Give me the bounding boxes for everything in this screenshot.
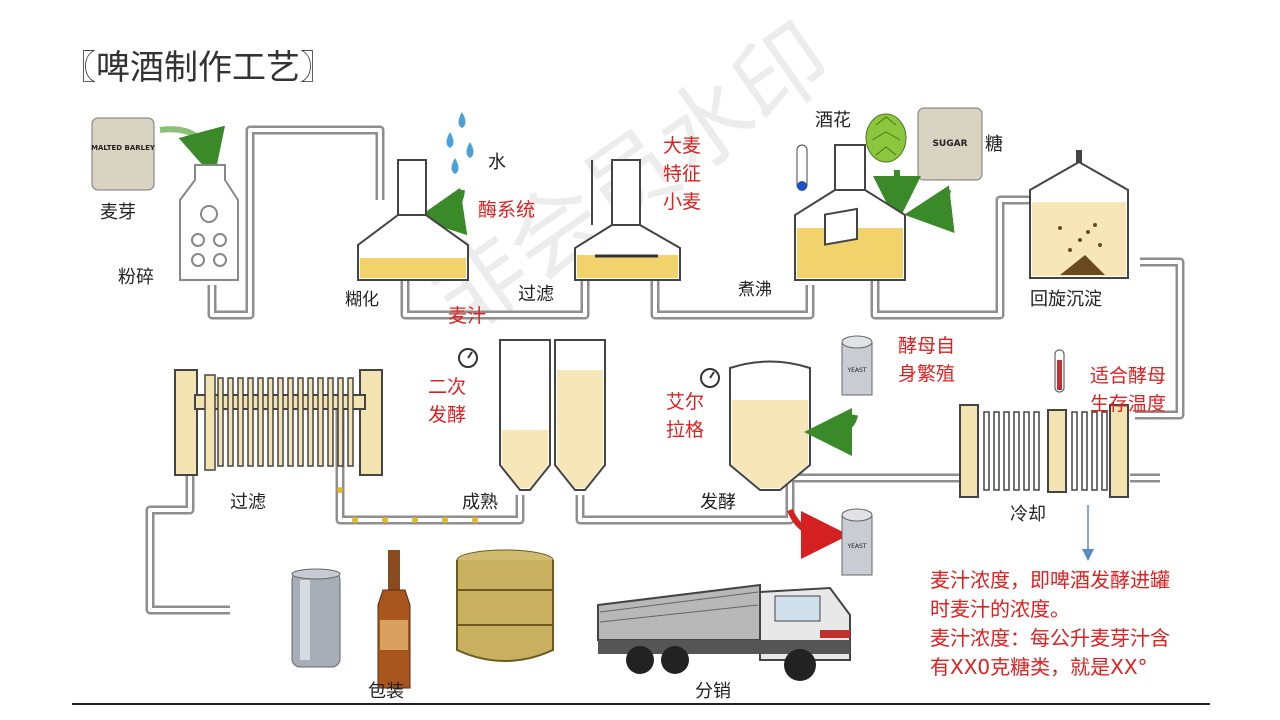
label-barley-2: 特征 bbox=[663, 163, 701, 185]
note-line-2: 时麦汁的浓度。 bbox=[930, 597, 1070, 621]
label-water: 水 bbox=[488, 152, 506, 173]
thermometer-icon bbox=[796, 144, 808, 191]
sugar-arrow bbox=[904, 185, 955, 234]
yeast-label-bottom: YEAST bbox=[846, 543, 866, 550]
note-line-3: 麦汁浓度：每公升麦芽汁含 bbox=[930, 626, 1170, 650]
label-distribution: 分销 bbox=[695, 681, 731, 702]
beer-can bbox=[291, 568, 341, 668]
label-secondary-2: 发酵 bbox=[428, 404, 466, 426]
bottom-divider bbox=[72, 703, 1210, 705]
label-temp-1: 适合酵母 bbox=[1090, 365, 1166, 387]
water-drops-icon bbox=[446, 112, 474, 174]
label-boil: 煮沸 bbox=[738, 280, 772, 300]
page-title: 〖啤酒制作工艺〗 bbox=[62, 48, 334, 88]
label-maturation: 成熟 bbox=[462, 492, 498, 513]
crusher bbox=[179, 164, 239, 281]
yeast-label-top: YEAST bbox=[846, 367, 866, 374]
label-secondary-1: 二次 bbox=[428, 376, 466, 398]
wort-concentration-note: 麦汁浓度，即啤酒发酵进罐 时麦汁的浓度。 麦汁浓度：每公升麦芽汁含 有XX0克糖… bbox=[930, 566, 1170, 682]
label-fermentation: 发酵 bbox=[700, 492, 736, 513]
label-enzyme: 酶系统 bbox=[478, 199, 535, 221]
hops-icon bbox=[865, 113, 907, 163]
yeast-canister-top: YEAST bbox=[841, 335, 873, 396]
label-barley-1: 大麦 bbox=[663, 135, 701, 157]
mash-tun bbox=[357, 159, 469, 281]
label-wort: 麦汁 bbox=[448, 305, 486, 327]
malt-arrow bbox=[159, 125, 225, 179]
gauge-icon bbox=[458, 348, 720, 388]
beer-flow-dots bbox=[337, 427, 478, 523]
label-hops: 酒花 bbox=[815, 110, 851, 131]
brew-kettle bbox=[794, 144, 906, 281]
delivery-truck bbox=[597, 583, 851, 681]
water-arrow bbox=[416, 187, 468, 236]
label-yeast-repro-2: 身繁殖 bbox=[898, 363, 955, 385]
beer-bottle bbox=[377, 550, 411, 689]
yeast-out-arrow bbox=[787, 508, 849, 559]
note-line-4: 有XX0克糖类，就是XX° bbox=[930, 655, 1148, 679]
label-package: 包装 bbox=[368, 681, 404, 702]
whirlpool-tank bbox=[1029, 150, 1129, 279]
sugar-bag: SUGAR bbox=[917, 107, 983, 181]
label-temp-2: 生存温度 bbox=[1090, 393, 1166, 415]
cooler bbox=[959, 349, 1129, 498]
beer-keg bbox=[456, 549, 554, 662]
label-barley-3: 小麦 bbox=[663, 191, 701, 213]
label-lager: 拉格 bbox=[666, 419, 704, 441]
label-filter1: 过滤 bbox=[518, 284, 554, 305]
malted-barley-label: MALTED BARLEY bbox=[91, 144, 156, 152]
label-cooling: 冷却 bbox=[1010, 504, 1046, 525]
label-malt: 麦芽 bbox=[100, 202, 136, 223]
label-yeast-repro-1: 酵母自 bbox=[898, 335, 955, 357]
yeast-arrow bbox=[804, 407, 858, 456]
malted-barley-bag: MALTED BARLEY bbox=[91, 117, 156, 191]
yeast-canister-bottom: YEAST bbox=[841, 508, 873, 576]
lauter-tun bbox=[574, 159, 681, 281]
fermentation-tank bbox=[729, 360, 811, 491]
label-crush: 粉碎 bbox=[118, 267, 154, 288]
pipes-inner bbox=[148, 128, 1182, 612]
label-whirlpool: 回旋沉淀 bbox=[1030, 289, 1102, 310]
filter-press bbox=[174, 369, 383, 476]
sugar-bag-label: SUGAR bbox=[932, 139, 967, 149]
label-filter2: 过滤 bbox=[230, 492, 266, 513]
label-sugar: 糖 bbox=[985, 134, 1003, 155]
maturation-tanks bbox=[499, 339, 606, 491]
label-ale: 艾尔 bbox=[666, 391, 704, 413]
note-line-1: 麦汁浓度，即啤酒发酵进罐 bbox=[930, 568, 1170, 592]
label-mashing: 糊化 bbox=[345, 290, 379, 310]
